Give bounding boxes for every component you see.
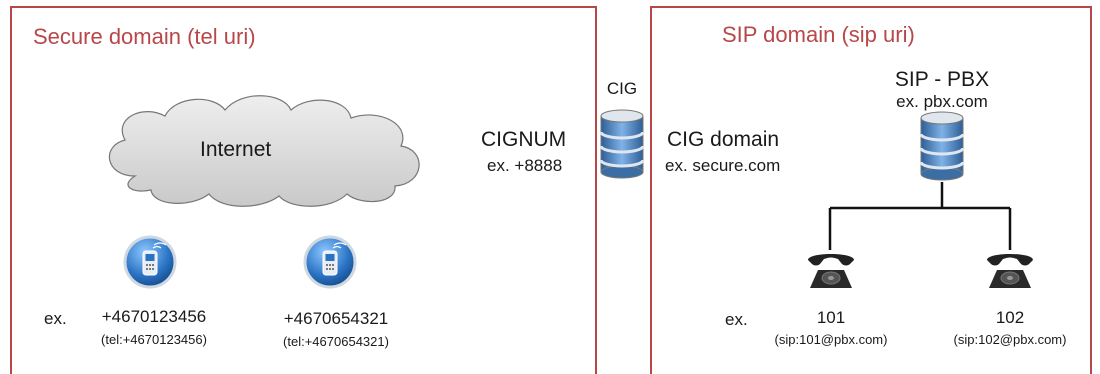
cig-domain-example: ex. secure.com [665, 156, 781, 175]
internet-label: Internet [200, 138, 272, 161]
extension-number-1: 101 [816, 308, 846, 327]
desk-phone-icon [808, 254, 854, 288]
sip-domain-panel [650, 6, 1092, 374]
phone-number-1: +4670123456 [101, 307, 207, 326]
left-ex-label: ex. [44, 309, 67, 328]
cig-label: CIG [606, 79, 638, 98]
extension-number-2: 102 [995, 308, 1025, 327]
phone-number-2: +4670654321 [283, 309, 389, 328]
right-ex-label: ex. [725, 310, 748, 329]
phone-uri-1: (tel:+4670123456) [101, 332, 207, 347]
sip-domain-title: SIP domain (sip uri) [722, 22, 915, 47]
secure-domain-panel [10, 6, 597, 374]
pbx-database-icon [919, 111, 965, 181]
cig-domain-label: CIG domain [667, 128, 780, 151]
cignum-example: ex. +8888 [487, 156, 563, 175]
mobile-phone-icon [123, 235, 177, 289]
extension-uri-1: (sip:101@pbx.com) [774, 332, 888, 347]
desk-phone-icon [987, 254, 1033, 288]
cignum-label: CIGNUM [481, 128, 567, 151]
mobile-phone-icon [303, 235, 357, 289]
sip-pbx-label: SIP - PBX [894, 68, 990, 91]
phone-uri-2: (tel:+4670654321) [283, 334, 389, 349]
internet-cloud-icon [108, 95, 420, 207]
cig-database-icon [599, 109, 645, 179]
secure-domain-title: Secure domain (tel uri) [33, 24, 256, 49]
extension-uri-2: (sip:102@pbx.com) [953, 332, 1067, 347]
sip-pbx-example: ex. pbx.com [896, 92, 988, 111]
